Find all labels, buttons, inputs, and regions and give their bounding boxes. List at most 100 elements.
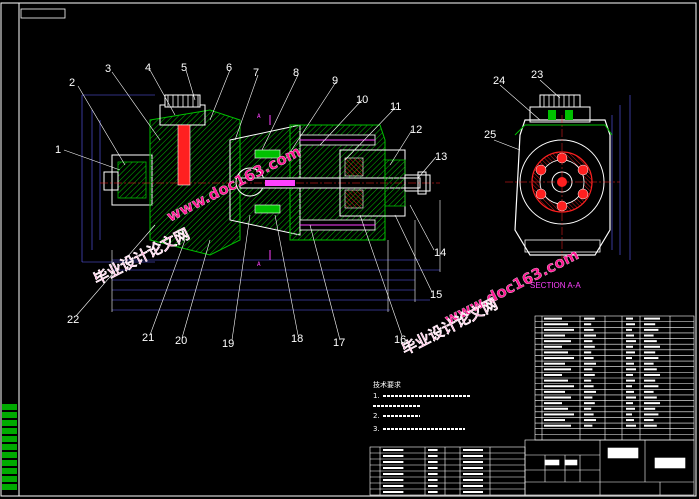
table-cell-text <box>644 345 660 348</box>
part-number-21: 21 <box>142 332 154 344</box>
table-cell-text <box>544 328 574 331</box>
table-cell-text <box>584 419 596 422</box>
part-number-14: 14 <box>434 247 446 259</box>
table-cell-text <box>544 413 574 416</box>
section-view-a-a: 24 23 25 SECTION A-A <box>484 69 631 290</box>
table-cell-text <box>626 340 636 343</box>
table-cell-text <box>584 340 593 343</box>
table-cell-text <box>463 491 483 493</box>
table-cell-text <box>428 461 438 463</box>
table-cell-text <box>626 368 636 371</box>
table-cell-text <box>626 396 636 399</box>
parts-list-cells <box>544 317 660 427</box>
table-cell-text <box>626 317 633 320</box>
part-number-10: 10 <box>356 94 368 106</box>
table-cell-text <box>584 379 592 382</box>
table-cell-text <box>584 385 594 388</box>
table-cell-text <box>544 379 568 382</box>
table-cell-text <box>644 334 654 337</box>
part-numbers-main: 1 2 3 4 5 6 7 8 9 10 11 12 13 14 15 16 1… <box>55 62 447 350</box>
section-a-a-label: SECTION A-A <box>530 281 581 290</box>
section-marker-top: A <box>257 113 261 120</box>
table-cell-text <box>383 485 404 487</box>
table-cell-text <box>644 424 657 427</box>
table-cell-text <box>544 390 565 393</box>
table-cell-text <box>584 402 595 405</box>
part-number-4: 4 <box>145 62 151 74</box>
table-cell-text <box>644 357 659 360</box>
table-cell-text <box>584 323 592 326</box>
section-marker-bottom: A <box>257 261 261 268</box>
lower-parts-table <box>369 446 526 496</box>
part-number-17: 17 <box>333 337 345 349</box>
part-number-5: 5 <box>181 62 187 74</box>
table-cell-text <box>626 323 635 326</box>
main-section-view: A A <box>81 94 441 312</box>
table-cell-text <box>544 385 574 388</box>
table-cell-text <box>544 362 565 365</box>
table-cell-text <box>463 485 483 487</box>
table-cell-text <box>584 351 592 354</box>
part-number-11: 11 <box>390 101 401 113</box>
table-cell-text <box>428 485 438 487</box>
table-cell-text <box>428 491 438 493</box>
table-cell-text <box>544 407 568 410</box>
table-cell-text <box>626 419 634 422</box>
table-cell-text <box>383 461 404 463</box>
table-cell-text <box>626 407 635 410</box>
table-cell-text <box>644 379 656 382</box>
part-number-1: 1 <box>55 144 61 156</box>
tech-note-3: 3. <box>373 425 380 433</box>
part-number-9: 9 <box>332 75 338 87</box>
table-cell-text <box>584 396 593 399</box>
table-cell-text <box>644 373 660 376</box>
lower-parts-cells <box>383 449 483 493</box>
table-cell-text <box>544 396 571 399</box>
table-cell-text <box>463 473 483 475</box>
table-cell-text <box>626 402 633 405</box>
table-cell-text <box>626 390 634 393</box>
table-cell-text <box>383 473 404 475</box>
part-number-18: 18 <box>291 333 303 345</box>
inner-frame <box>18 2 697 497</box>
tech-note-1: 1. <box>373 392 380 400</box>
tech-notes-title: 技术要求 <box>373 380 401 389</box>
table-cell-text <box>626 385 632 388</box>
part-number-15: 15 <box>430 289 442 301</box>
table-cell-text <box>428 455 438 457</box>
part-number-2: 2 <box>69 77 75 89</box>
table-cell-text <box>584 357 594 360</box>
table-cell-text <box>644 351 656 354</box>
watermark-text-2: 毕业设计论文网 <box>399 295 501 359</box>
table-cell-text <box>644 390 654 393</box>
table-cell-text <box>428 449 438 451</box>
table-cell-text <box>626 357 632 360</box>
part-number-12: 12 <box>410 124 422 136</box>
table-cell-text <box>383 479 404 481</box>
table-cell-text <box>626 328 632 331</box>
table-cell-text <box>626 345 633 348</box>
part-number-16: 16 <box>394 334 406 346</box>
table-cell-text <box>463 461 483 463</box>
table-cell-text <box>463 455 483 457</box>
table-cell-text <box>428 473 438 475</box>
table-cell-text <box>584 373 595 376</box>
part-number-8: 8 <box>293 67 299 79</box>
table-cell-text <box>644 396 657 399</box>
table-cell-text <box>626 379 635 382</box>
part-number-23: 23 <box>531 69 543 81</box>
title-block <box>524 439 695 496</box>
table-cell-text <box>644 413 659 416</box>
table-cell-text <box>584 413 594 416</box>
part-number-22: 22 <box>67 314 79 326</box>
table-cell-text <box>584 334 596 337</box>
table-cell-text <box>644 402 660 405</box>
table-cell-text <box>544 402 562 405</box>
table-cell-text <box>544 351 568 354</box>
table-cell-text <box>644 340 657 343</box>
table-cell-text <box>584 407 592 410</box>
table-cell-text <box>544 368 571 371</box>
